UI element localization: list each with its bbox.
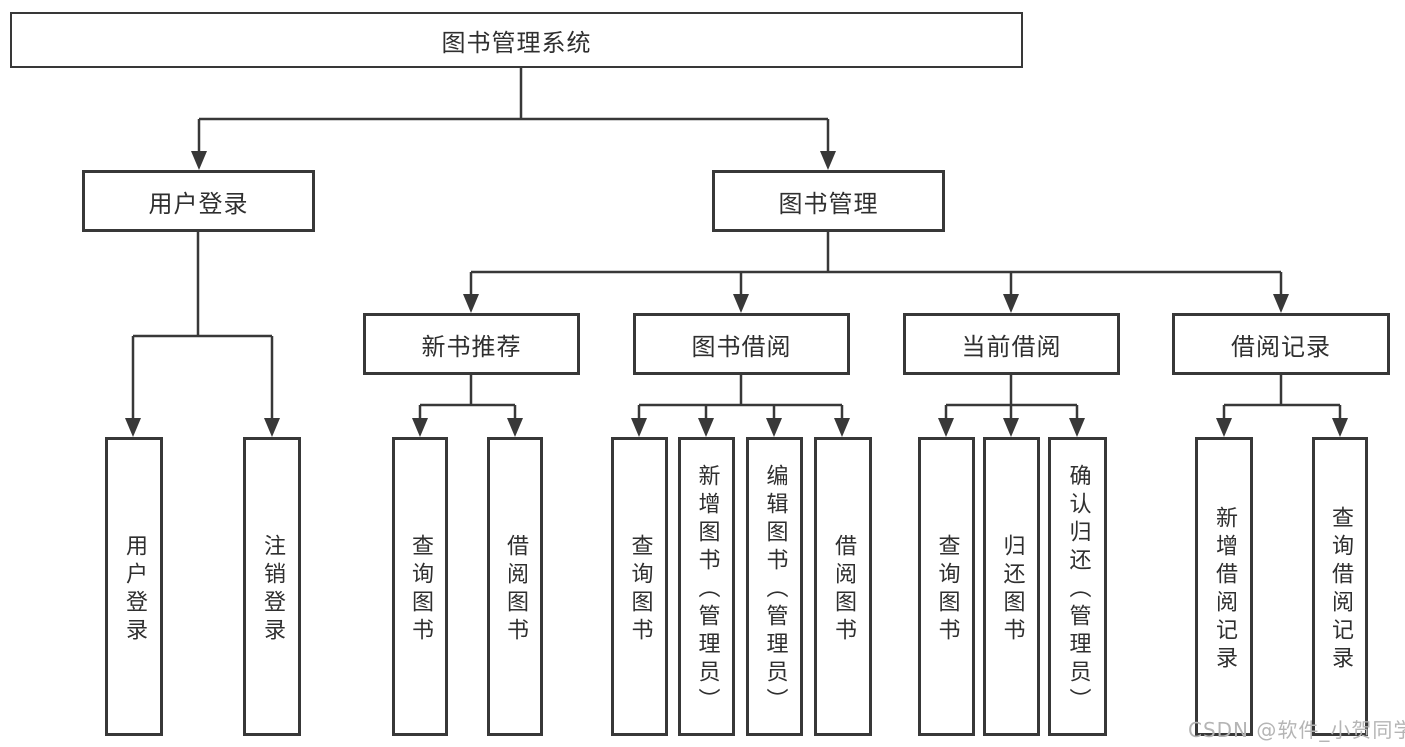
node-root-system: 图书管理系统 [10, 12, 1023, 68]
leaf-borrow-books-recommend: 借阅图书 [487, 437, 543, 736]
leaf-confirm-return-admin: 确认归还（管理员） [1048, 437, 1107, 736]
connector-bookborrow-to-leaves [631, 374, 850, 437]
arrowhead-down-icon [698, 418, 714, 437]
connector-line [197, 67, 830, 153]
leaf-borrow-books-borrowing: 借阅图书 [814, 437, 872, 736]
connector-newbook-to-leaves [412, 374, 523, 437]
arrowhead-down-icon [766, 418, 782, 437]
leaf-query-books-current: 查询图书 [918, 437, 975, 736]
arrowhead-down-icon [1069, 418, 1085, 437]
arrowhead-down-icon [125, 418, 141, 437]
leaf-logout: 注销登录 [243, 437, 301, 736]
connector-borrowrecord-to-leaves [1216, 374, 1348, 437]
connector-line [944, 374, 1079, 421]
arrowhead-down-icon [1003, 418, 1019, 437]
node-book-borrowing: 图书借阅 [633, 313, 850, 375]
node-current-borrowing: 当前借阅 [903, 313, 1120, 375]
arrowhead-down-icon [1003, 294, 1019, 313]
leaf-add-borrow-record: 新增借阅记录 [1195, 437, 1253, 736]
arrowhead-down-icon [733, 294, 749, 313]
node-new-book-recommend: 新书推荐 [363, 313, 580, 375]
leaf-query-borrow-record: 查询借阅记录 [1312, 437, 1368, 736]
leaf-add-books-admin: 新增图书（管理员） [678, 437, 735, 736]
connector-bookmgmt-to-level3 [463, 231, 1289, 313]
arrowhead-down-icon [1273, 294, 1289, 313]
connector-line [637, 374, 844, 421]
connector-currentborrow-to-leaves [938, 374, 1085, 437]
node-book-management: 图书管理 [712, 170, 945, 232]
arrowhead-down-icon [1216, 418, 1232, 437]
arrowhead-down-icon [834, 418, 850, 437]
connector-root-to-level2 [191, 67, 836, 170]
node-user-login: 用户登录 [82, 170, 315, 232]
connector-line [1222, 374, 1342, 421]
connector-line [131, 231, 274, 420]
arrowhead-down-icon [191, 151, 207, 170]
arrowhead-down-icon [412, 418, 428, 437]
arrowhead-down-icon [264, 418, 280, 437]
leaf-edit-books-admin: 编辑图书（管理员） [746, 437, 803, 736]
leaf-query-books-recommend: 查询图书 [392, 437, 448, 736]
leaf-query-books-borrowing: 查询图书 [611, 437, 668, 736]
arrowhead-down-icon [463, 294, 479, 313]
arrowhead-down-icon [507, 418, 523, 437]
arrowhead-down-icon [631, 418, 647, 437]
arrowhead-down-icon [1332, 418, 1348, 437]
connector-line [469, 231, 1283, 297]
csdn-watermark: CSDN @软件_小贺同学 [1188, 718, 1405, 742]
leaf-return-books: 归还图书 [983, 437, 1040, 736]
node-borrowing-records: 借阅记录 [1172, 313, 1390, 375]
arrowhead-down-icon [938, 418, 954, 437]
arrowhead-down-icon [820, 151, 836, 170]
connector-line [418, 374, 517, 421]
connector-userlogin-to-leaves [125, 231, 280, 437]
leaf-user-login: 用户登录 [105, 437, 163, 736]
